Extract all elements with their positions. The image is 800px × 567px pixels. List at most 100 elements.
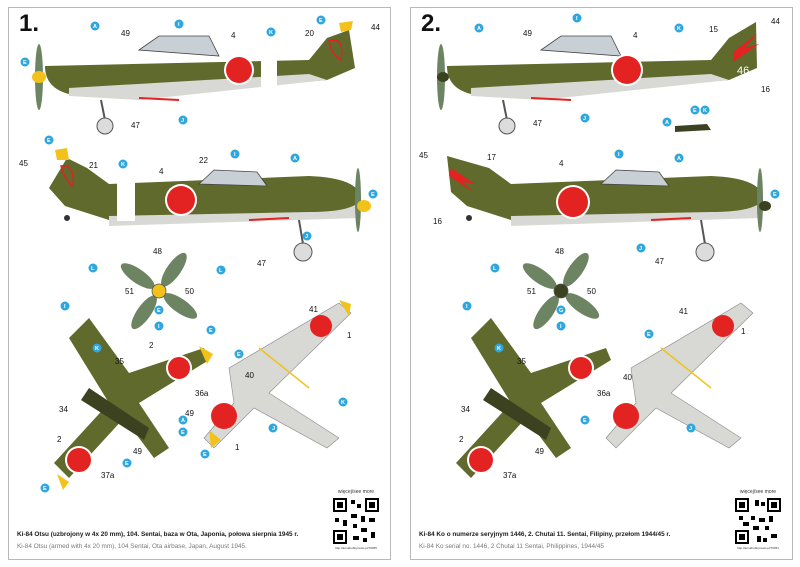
callout-number: 35 (115, 357, 124, 366)
paint-code-bubble (490, 263, 500, 273)
paint-code-bubble (556, 305, 566, 315)
paint-code-bubble (20, 57, 30, 67)
paint-code-letter: E (583, 418, 587, 424)
callout-number: 41 (679, 307, 688, 316)
callout-number: 40 (245, 371, 254, 380)
paint-code-letter: I (64, 304, 66, 310)
callout-number: 20 (305, 29, 314, 38)
callout-number: 44 (771, 17, 780, 26)
paint-code-bubble (614, 149, 624, 159)
paint-code-bubble (178, 415, 188, 425)
paint-code-bubble (674, 23, 684, 33)
paint-code-letter: E (371, 192, 375, 198)
paint-code-letter: I (618, 152, 620, 158)
paint-code-bubble (316, 15, 326, 25)
paint-code-letter: E (43, 486, 47, 492)
panel-number: 1. (19, 10, 40, 37)
qr-code[interactable]: więcej/see more http://armahobbynews.pl/… (331, 489, 381, 554)
callout-number: 44 (371, 23, 380, 32)
callout-number: 47 (257, 259, 266, 268)
callout-number: 49 (185, 409, 194, 418)
paint-code-letter: I (178, 22, 180, 28)
paint-code-letter: G (559, 308, 563, 314)
paint-code-letter: E (23, 60, 27, 66)
profile-panel-2: 2. 46 46 (410, 7, 793, 560)
paint-code-letter: E (203, 452, 207, 458)
paint-code-bubble (118, 159, 128, 169)
paint-code-letter: K (95, 346, 99, 352)
panel-number: 2. (421, 10, 442, 37)
tail-code: 46 (437, 195, 449, 207)
callout-number: 37a (101, 471, 115, 480)
qr-code[interactable]: więcej/see more http://armahobbynews.pl/… (733, 489, 783, 554)
propeller-view (522, 252, 600, 330)
qr-url: http://armahobbynews.pl/70051 (737, 546, 779, 550)
paint-code-bubble (88, 263, 98, 273)
callout-number: 36a (195, 389, 209, 398)
callout-number: 48 (555, 247, 564, 256)
side-profile-right (49, 148, 371, 262)
paint-code-bubble (556, 321, 566, 331)
paint-code-bubble (40, 483, 50, 493)
paint-code-bubble (268, 423, 278, 433)
paint-code-bubble (154, 305, 164, 315)
paint-code-letter: L (493, 266, 497, 272)
paint-code-bubble (474, 23, 484, 33)
tail-code: 46 (737, 65, 749, 77)
qr-code-icon (331, 496, 381, 546)
paint-code-letter: I (158, 324, 160, 330)
side-profile-right: 46 (437, 156, 771, 262)
paint-code-bubble (178, 115, 188, 125)
paint-code-letter: E (319, 18, 323, 24)
callout-number: 1 (741, 327, 746, 336)
paint-code-bubble (266, 27, 276, 37)
callout-number: 45 (419, 151, 428, 160)
callout-number: 22 (199, 156, 208, 165)
paint-code-letter: K (677, 26, 681, 32)
callout-number: 4 (231, 31, 236, 40)
paint-code-bubble (90, 21, 100, 31)
paint-code-bubble (216, 265, 226, 275)
callout-number: 16 (761, 85, 770, 94)
paint-code-bubble (580, 415, 590, 425)
paint-code-letter: I (560, 324, 562, 330)
callout-number: 41 (309, 305, 318, 314)
paint-code-letter: J (639, 246, 642, 252)
paint-code-letter: L (219, 268, 223, 274)
paint-code-bubble (234, 349, 244, 359)
callout-number: 34 (461, 405, 470, 414)
paint-code-letter: A (477, 26, 481, 32)
callout-number: 49 (133, 447, 142, 456)
paint-code-bubble (92, 343, 102, 353)
callout-number: 4 (633, 31, 638, 40)
caption-polish: Ki-84 Otsu (uzbrojony w 4x 20 mm), 104. … (17, 531, 299, 538)
qr-label: więcej/see more (739, 489, 777, 495)
underside-view (203, 300, 352, 449)
paint-code-letter: K (269, 30, 273, 36)
drop-tank (675, 124, 711, 132)
paint-code-bubble (580, 113, 590, 123)
paint-code-letter: E (181, 430, 185, 436)
paint-code-letter: J (181, 118, 184, 124)
qr-label: więcej/see more (337, 489, 375, 495)
profile-panel-1: 1. (8, 7, 391, 560)
paint-code-bubble (178, 427, 188, 437)
paint-code-bubble (230, 149, 240, 159)
callout-number: 50 (587, 287, 596, 296)
caption-english: Ki-84 Ko serial no. 1446, 2 Chutai 11 Se… (419, 543, 604, 550)
paint-code-letter: J (583, 116, 586, 122)
callout-number: 51 (125, 287, 134, 296)
caption-polish: Ki-84 Ko o numerze seryjnym 1446, 2. Chu… (419, 531, 671, 538)
callout-number: 15 (709, 25, 718, 34)
paint-code-bubble (200, 449, 210, 459)
paint-code-bubble (636, 243, 646, 253)
paint-code-letter: A (181, 418, 185, 424)
paint-code-letter: E (773, 192, 777, 198)
callout-number: 17 (487, 153, 496, 162)
callout-number: 36a (597, 389, 611, 398)
callout-number: 45 (19, 159, 28, 168)
callout-number: 49 (523, 29, 532, 38)
callout-number: 2 (149, 341, 154, 350)
propeller-view (120, 252, 198, 330)
callout-number: 2 (459, 435, 464, 444)
